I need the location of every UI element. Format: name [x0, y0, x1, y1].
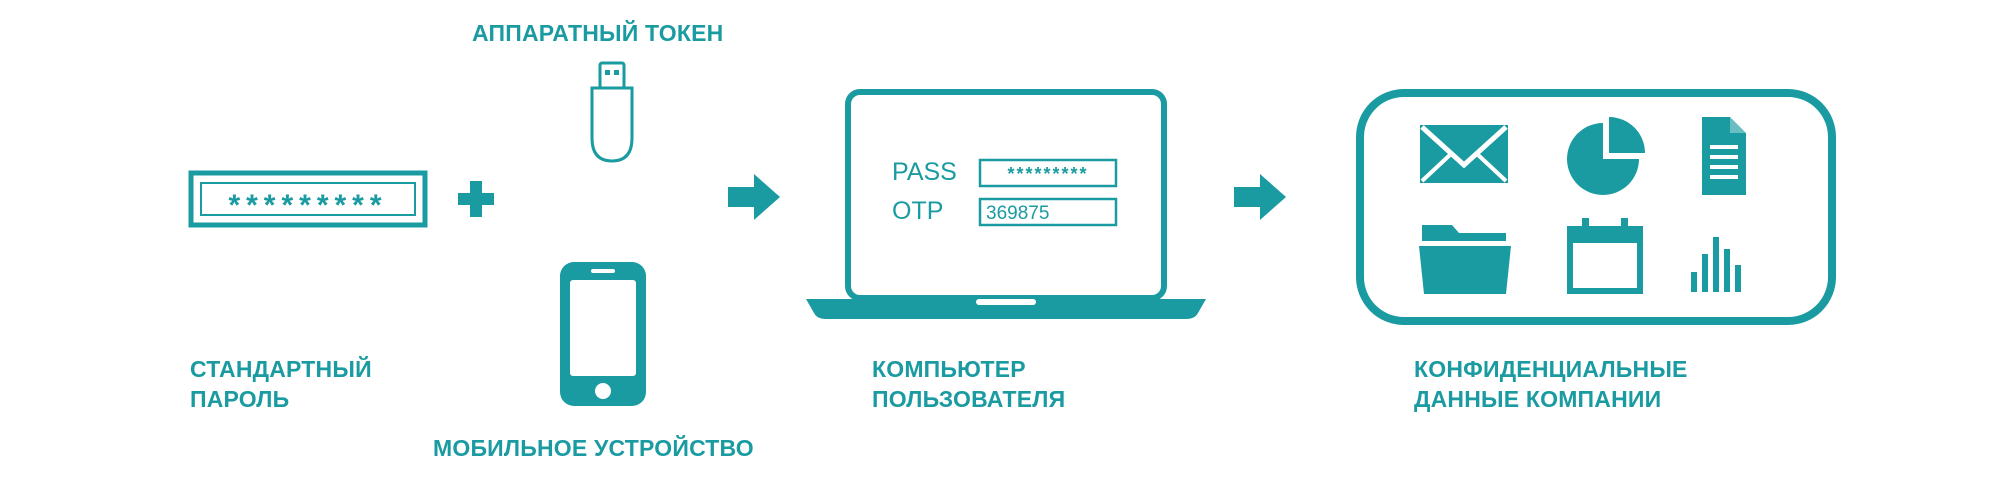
standard-password-label: СТАНДАРТНЫЙ ПАРОЛЬ	[190, 354, 372, 414]
confidential-data-label-line1: КОНФИДЕНЦИАЛЬНЫЕ	[1414, 356, 1688, 382]
password-field-text: *********	[228, 189, 387, 222]
pass-label: PASS	[892, 158, 957, 186]
laptop-icon: PASS ********* OTP 369875	[806, 89, 1206, 319]
user-computer-label: КОМПЬЮТЕР ПОЛЬЗОВАТЕЛЯ	[872, 354, 1065, 414]
password-field: *********	[188, 170, 428, 228]
hardware-token-label: АППАРАТНЫЙ ТОКЕН	[472, 20, 724, 46]
confidential-data-label-line2: ДАННЫЕ КОМПАНИИ	[1414, 386, 1662, 412]
standard-password-label-line2: ПАРОЛЬ	[190, 386, 290, 412]
confidential-data-box	[1356, 89, 1836, 325]
standard-password-label-line1: СТАНДАРТНЫЙ	[190, 356, 372, 382]
user-computer-label-line2: ПОЛЬЗОВАТЕЛЯ	[872, 386, 1066, 412]
envelope-icon	[1420, 125, 1508, 183]
folder-icon	[1419, 225, 1511, 294]
otp-field	[978, 197, 1118, 227]
usb-token-icon	[590, 61, 634, 163]
otp-label: OTP	[892, 197, 943, 225]
otp-value: 369875	[986, 203, 1049, 224]
arrow-right-icon	[1234, 174, 1286, 220]
pass-value: *********	[1007, 164, 1088, 184]
confidential-data-label: КОНФИДЕНЦИАЛЬНЫЕ ДАННЫЕ КОМПАНИИ	[1414, 354, 1688, 414]
bar-chart-icon	[1691, 237, 1741, 292]
smartphone-icon	[560, 262, 646, 406]
plus-icon	[458, 181, 494, 217]
calendar-icon	[1567, 218, 1643, 294]
user-computer-label-line1: КОМПЬЮТЕР	[872, 356, 1026, 382]
pass-field	[978, 158, 1118, 188]
document-icon	[1702, 117, 1746, 195]
arrow-right-icon	[728, 174, 780, 220]
pie-chart-icon	[1567, 117, 1645, 195]
mobile-device-label: МОБИЛЬНОЕ УСТРОЙСТВО	[433, 435, 754, 461]
